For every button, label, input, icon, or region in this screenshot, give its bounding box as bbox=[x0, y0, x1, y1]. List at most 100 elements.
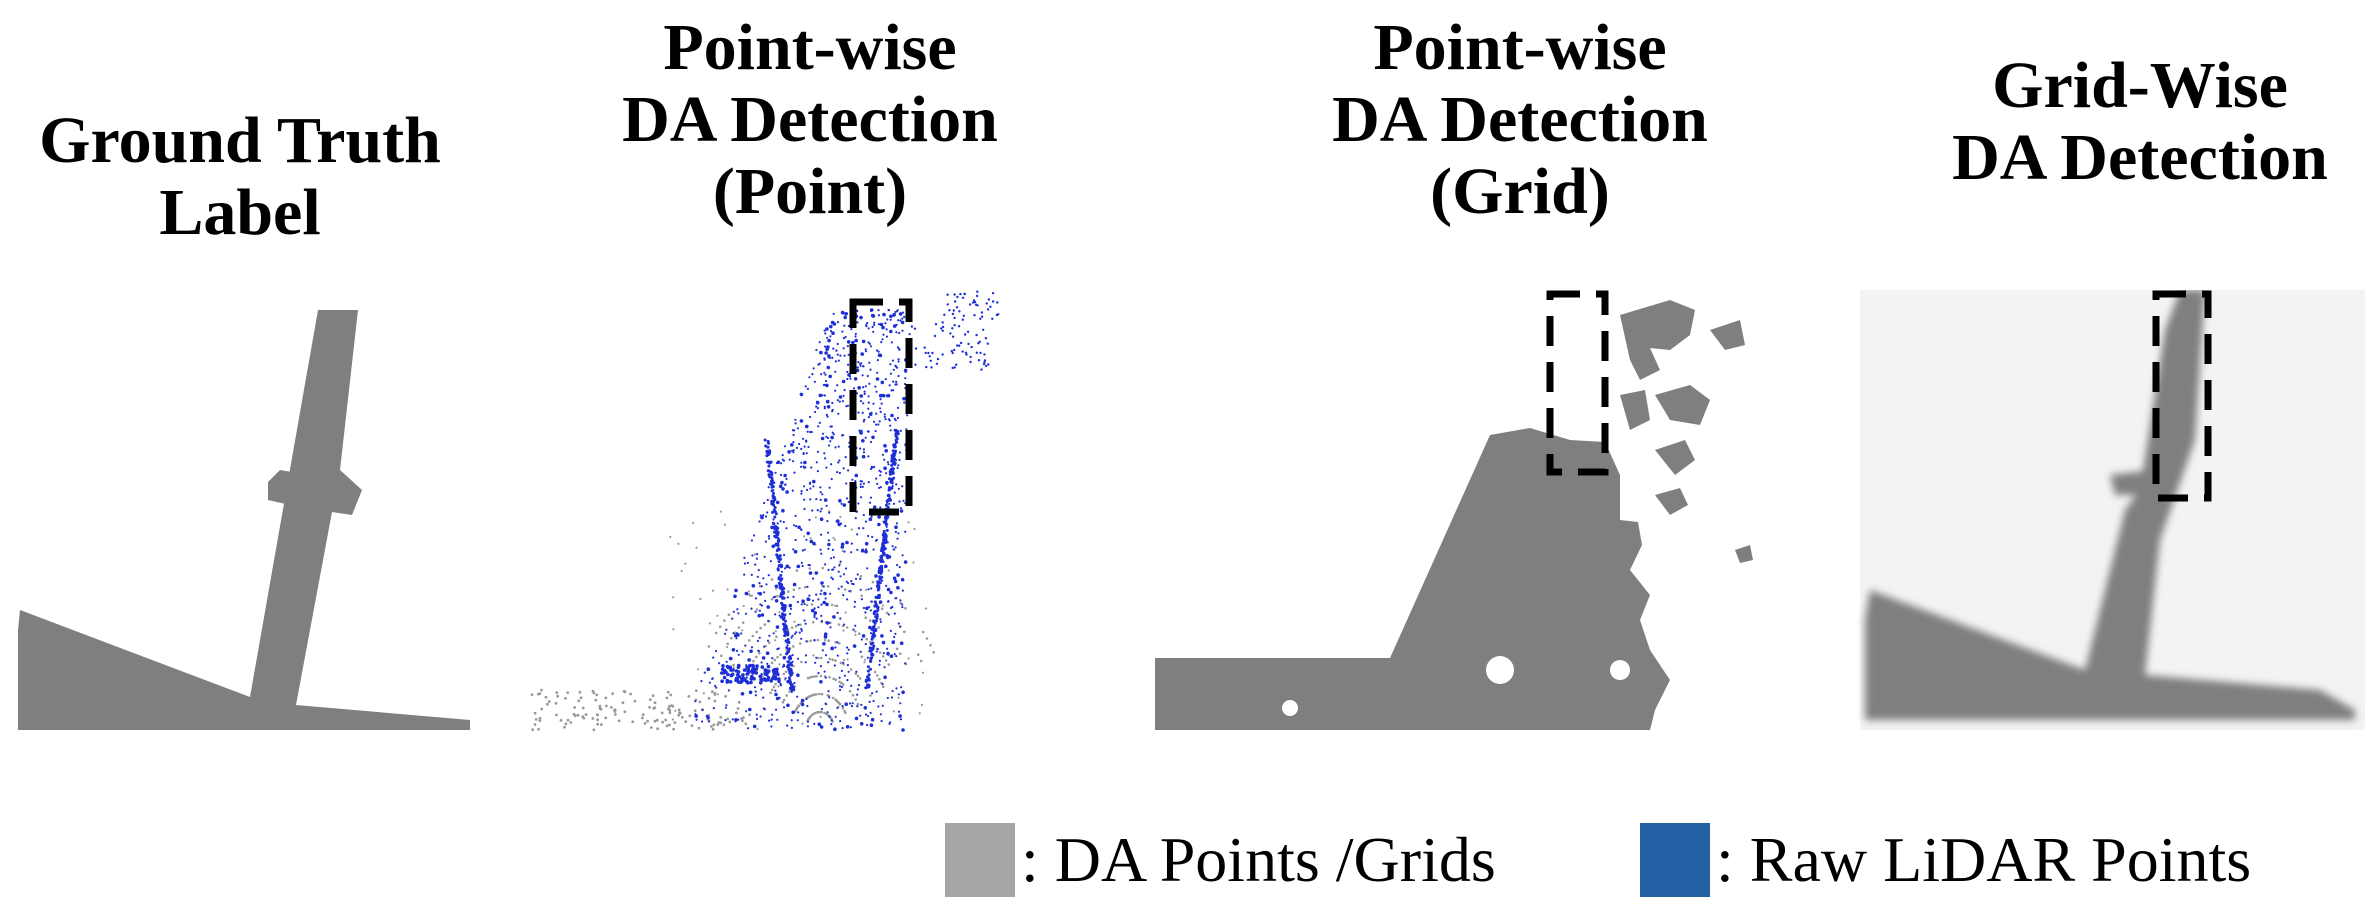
lidar-point bbox=[948, 309, 951, 312]
highlight-box bbox=[1546, 290, 1609, 476]
lidar-point bbox=[796, 564, 801, 569]
lidar-point bbox=[774, 584, 779, 589]
lidar-point bbox=[896, 563, 899, 567]
lidar-point bbox=[877, 626, 880, 629]
lidar-point bbox=[865, 588, 868, 591]
lidar-point bbox=[823, 329, 826, 332]
lidar-point bbox=[777, 560, 781, 564]
lidar-point bbox=[581, 706, 585, 710]
lidar-point bbox=[903, 401, 906, 404]
lidar-point bbox=[768, 460, 772, 464]
lidar-point bbox=[596, 713, 599, 717]
lidar-point bbox=[778, 484, 783, 489]
lidar-point bbox=[867, 714, 870, 718]
lidar-point bbox=[951, 312, 955, 316]
lidar-point bbox=[854, 480, 857, 483]
lidar-point bbox=[840, 681, 843, 685]
lidar-point bbox=[879, 398, 882, 401]
lidar-point bbox=[890, 696, 894, 699]
lidar-point bbox=[831, 568, 834, 571]
lidar-point bbox=[774, 689, 777, 692]
lidar-point bbox=[871, 692, 874, 695]
lidar-point bbox=[996, 301, 999, 304]
lidar-point bbox=[828, 486, 831, 489]
lidar-point bbox=[958, 344, 961, 347]
lidar-point bbox=[753, 534, 756, 537]
lidar-point bbox=[857, 386, 861, 390]
lidar-point bbox=[854, 332, 857, 335]
lidar-point bbox=[895, 440, 899, 444]
lidar-point bbox=[895, 331, 898, 334]
lidar-point bbox=[794, 514, 797, 517]
lidar-point bbox=[891, 689, 894, 693]
lidar-point bbox=[892, 457, 896, 461]
title-line: Point-wise bbox=[663, 11, 957, 84]
lidar-point bbox=[826, 365, 831, 370]
lidar-point bbox=[873, 465, 876, 469]
lidar-point bbox=[864, 643, 867, 646]
lidar-point bbox=[848, 702, 852, 705]
lidar-point bbox=[823, 591, 827, 596]
lidar-point bbox=[895, 522, 898, 525]
lidar-point bbox=[867, 407, 870, 410]
lidar-point bbox=[641, 716, 644, 720]
lidar-point bbox=[611, 692, 615, 696]
lidar-point bbox=[824, 351, 828, 355]
lidar-point bbox=[765, 460, 769, 464]
lidar-point bbox=[827, 354, 831, 358]
lidar-point bbox=[569, 721, 573, 724]
lidar-point bbox=[887, 308, 891, 312]
lidar-point bbox=[888, 384, 891, 387]
lidar-point bbox=[826, 711, 829, 714]
lidar-point bbox=[772, 632, 775, 635]
lidar-point bbox=[839, 688, 842, 691]
lidar-point bbox=[785, 477, 788, 480]
lidar-point bbox=[895, 483, 898, 486]
lidar-point bbox=[806, 488, 809, 492]
lidar-point bbox=[866, 656, 869, 659]
lidar-point bbox=[841, 705, 844, 708]
lidar-point bbox=[862, 402, 865, 405]
lidar-point bbox=[951, 335, 955, 338]
lidar-point bbox=[874, 385, 877, 388]
lidar-point bbox=[598, 707, 602, 710]
lidar-point bbox=[903, 560, 908, 564]
lidar-point bbox=[879, 549, 883, 553]
lidar-point bbox=[772, 491, 775, 495]
lidar-point bbox=[890, 486, 894, 490]
lidar-point bbox=[889, 363, 892, 366]
lidar-point bbox=[677, 713, 681, 717]
lidar-point bbox=[763, 591, 766, 594]
lidar-point bbox=[650, 726, 653, 729]
lidar-point bbox=[713, 693, 717, 696]
lidar-point bbox=[920, 703, 923, 706]
lidar-point bbox=[777, 679, 781, 684]
lidar-point bbox=[925, 637, 929, 640]
lidar-point bbox=[533, 723, 537, 726]
lidar-point bbox=[829, 440, 832, 443]
lidar-point bbox=[852, 644, 857, 648]
lidar-point bbox=[853, 605, 856, 608]
lidar-point bbox=[875, 349, 879, 352]
lidar-point bbox=[697, 726, 701, 730]
lidar-point bbox=[796, 673, 800, 677]
lidar-point bbox=[766, 469, 770, 473]
lidar-point bbox=[792, 588, 796, 592]
lidar-point bbox=[859, 364, 862, 367]
lidar-point bbox=[877, 350, 880, 353]
lidar-point bbox=[838, 685, 842, 688]
lidar-point bbox=[731, 648, 736, 652]
lidar-point bbox=[826, 415, 829, 418]
lidar-point bbox=[897, 487, 900, 490]
lidar-point bbox=[825, 349, 828, 352]
lidar-point bbox=[870, 313, 875, 318]
lidar-point bbox=[854, 335, 857, 338]
lidar-point bbox=[862, 606, 865, 610]
lidar-point bbox=[888, 472, 892, 476]
lidar-point bbox=[732, 666, 735, 669]
lidar-point bbox=[883, 466, 887, 470]
lidar-point bbox=[927, 351, 930, 355]
lidar-point bbox=[869, 368, 872, 371]
lidar-point bbox=[792, 451, 795, 454]
lidar-point bbox=[830, 576, 833, 579]
